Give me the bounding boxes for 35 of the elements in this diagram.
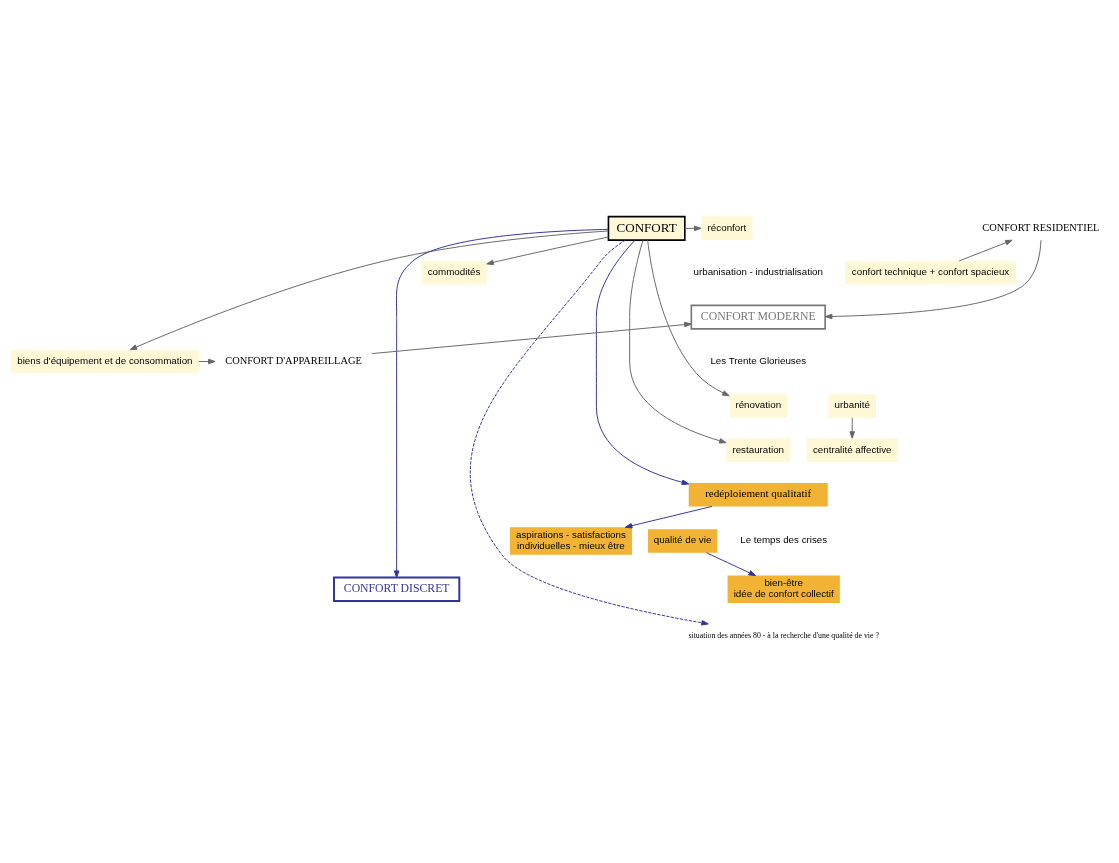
node-box: urbanité xyxy=(828,393,877,418)
label: Le temps des crises xyxy=(740,533,828,545)
arrow xyxy=(486,236,609,265)
arrow xyxy=(393,228,609,578)
arrow xyxy=(198,358,216,364)
arrow xyxy=(371,321,692,354)
arrow xyxy=(647,239,730,396)
node-text: CONFORT RESIDENTIEL xyxy=(982,221,1100,233)
node-box: réconfort xyxy=(701,216,753,240)
arrow xyxy=(469,239,709,625)
arrow xyxy=(958,239,1013,261)
node-box: biens d'équipement et de consommation xyxy=(10,349,199,373)
arrow xyxy=(129,230,609,350)
node-box: bien-être idée de confort collectif xyxy=(727,575,840,603)
label: urbanisation - industrialisation xyxy=(693,265,823,277)
node-text: CONFORT D'APPAREILLAGE xyxy=(225,354,362,366)
node-box: CONFORT xyxy=(607,215,686,241)
node-box: rénovation xyxy=(729,393,787,418)
node-box: redéploiement qualitatif xyxy=(688,482,828,506)
arrow xyxy=(629,239,727,444)
node-box: commodités xyxy=(421,260,487,284)
node-box: qualité de vie xyxy=(647,528,718,553)
node-box: CONFORT DISCRET xyxy=(333,576,461,602)
node-box: aspirations - satisfactions individuelles - mieux être xyxy=(509,526,632,555)
node-box: CONFORT MODERNE xyxy=(690,304,826,330)
arrow xyxy=(824,239,1042,319)
label: Les Trente Glorieuses xyxy=(710,354,807,366)
node-box: centralité affective xyxy=(806,438,898,462)
arrow xyxy=(595,239,690,485)
arrow xyxy=(706,551,757,576)
node-box: confort technique + confort spacieux xyxy=(845,260,1017,284)
arrow xyxy=(684,225,702,231)
arrow xyxy=(849,416,855,439)
node-box: restauration xyxy=(726,438,791,462)
arrow xyxy=(624,505,713,528)
